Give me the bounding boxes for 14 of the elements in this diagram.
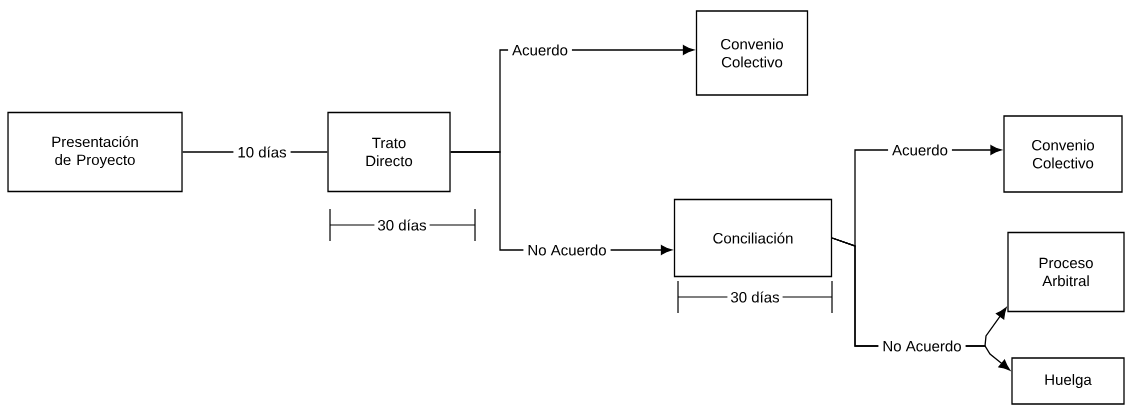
edge-label: No Acuerdo (523, 240, 611, 260)
process-box: Presentación de Proyecto (7, 111, 183, 193)
process-box: Trato Directo (327, 111, 451, 193)
edge-label: No Acuerdo (878, 336, 966, 356)
duration-bracket: 30 días (329, 208, 476, 242)
process-box: Convenio Colectivo (1003, 115, 1123, 193)
edge-label: Acuerdo (508, 40, 572, 60)
edge-label: Acuerdo (888, 140, 952, 160)
duration-bracket: 30 días (677, 280, 833, 314)
process-box: Convenio Colectivo (695, 10, 809, 96)
process-box: Proceso Arbitral (1007, 231, 1125, 313)
edge-label: 10 días (233, 142, 291, 162)
process-box: Huelga (1011, 357, 1125, 405)
process-box: Conciliación (673, 198, 833, 278)
